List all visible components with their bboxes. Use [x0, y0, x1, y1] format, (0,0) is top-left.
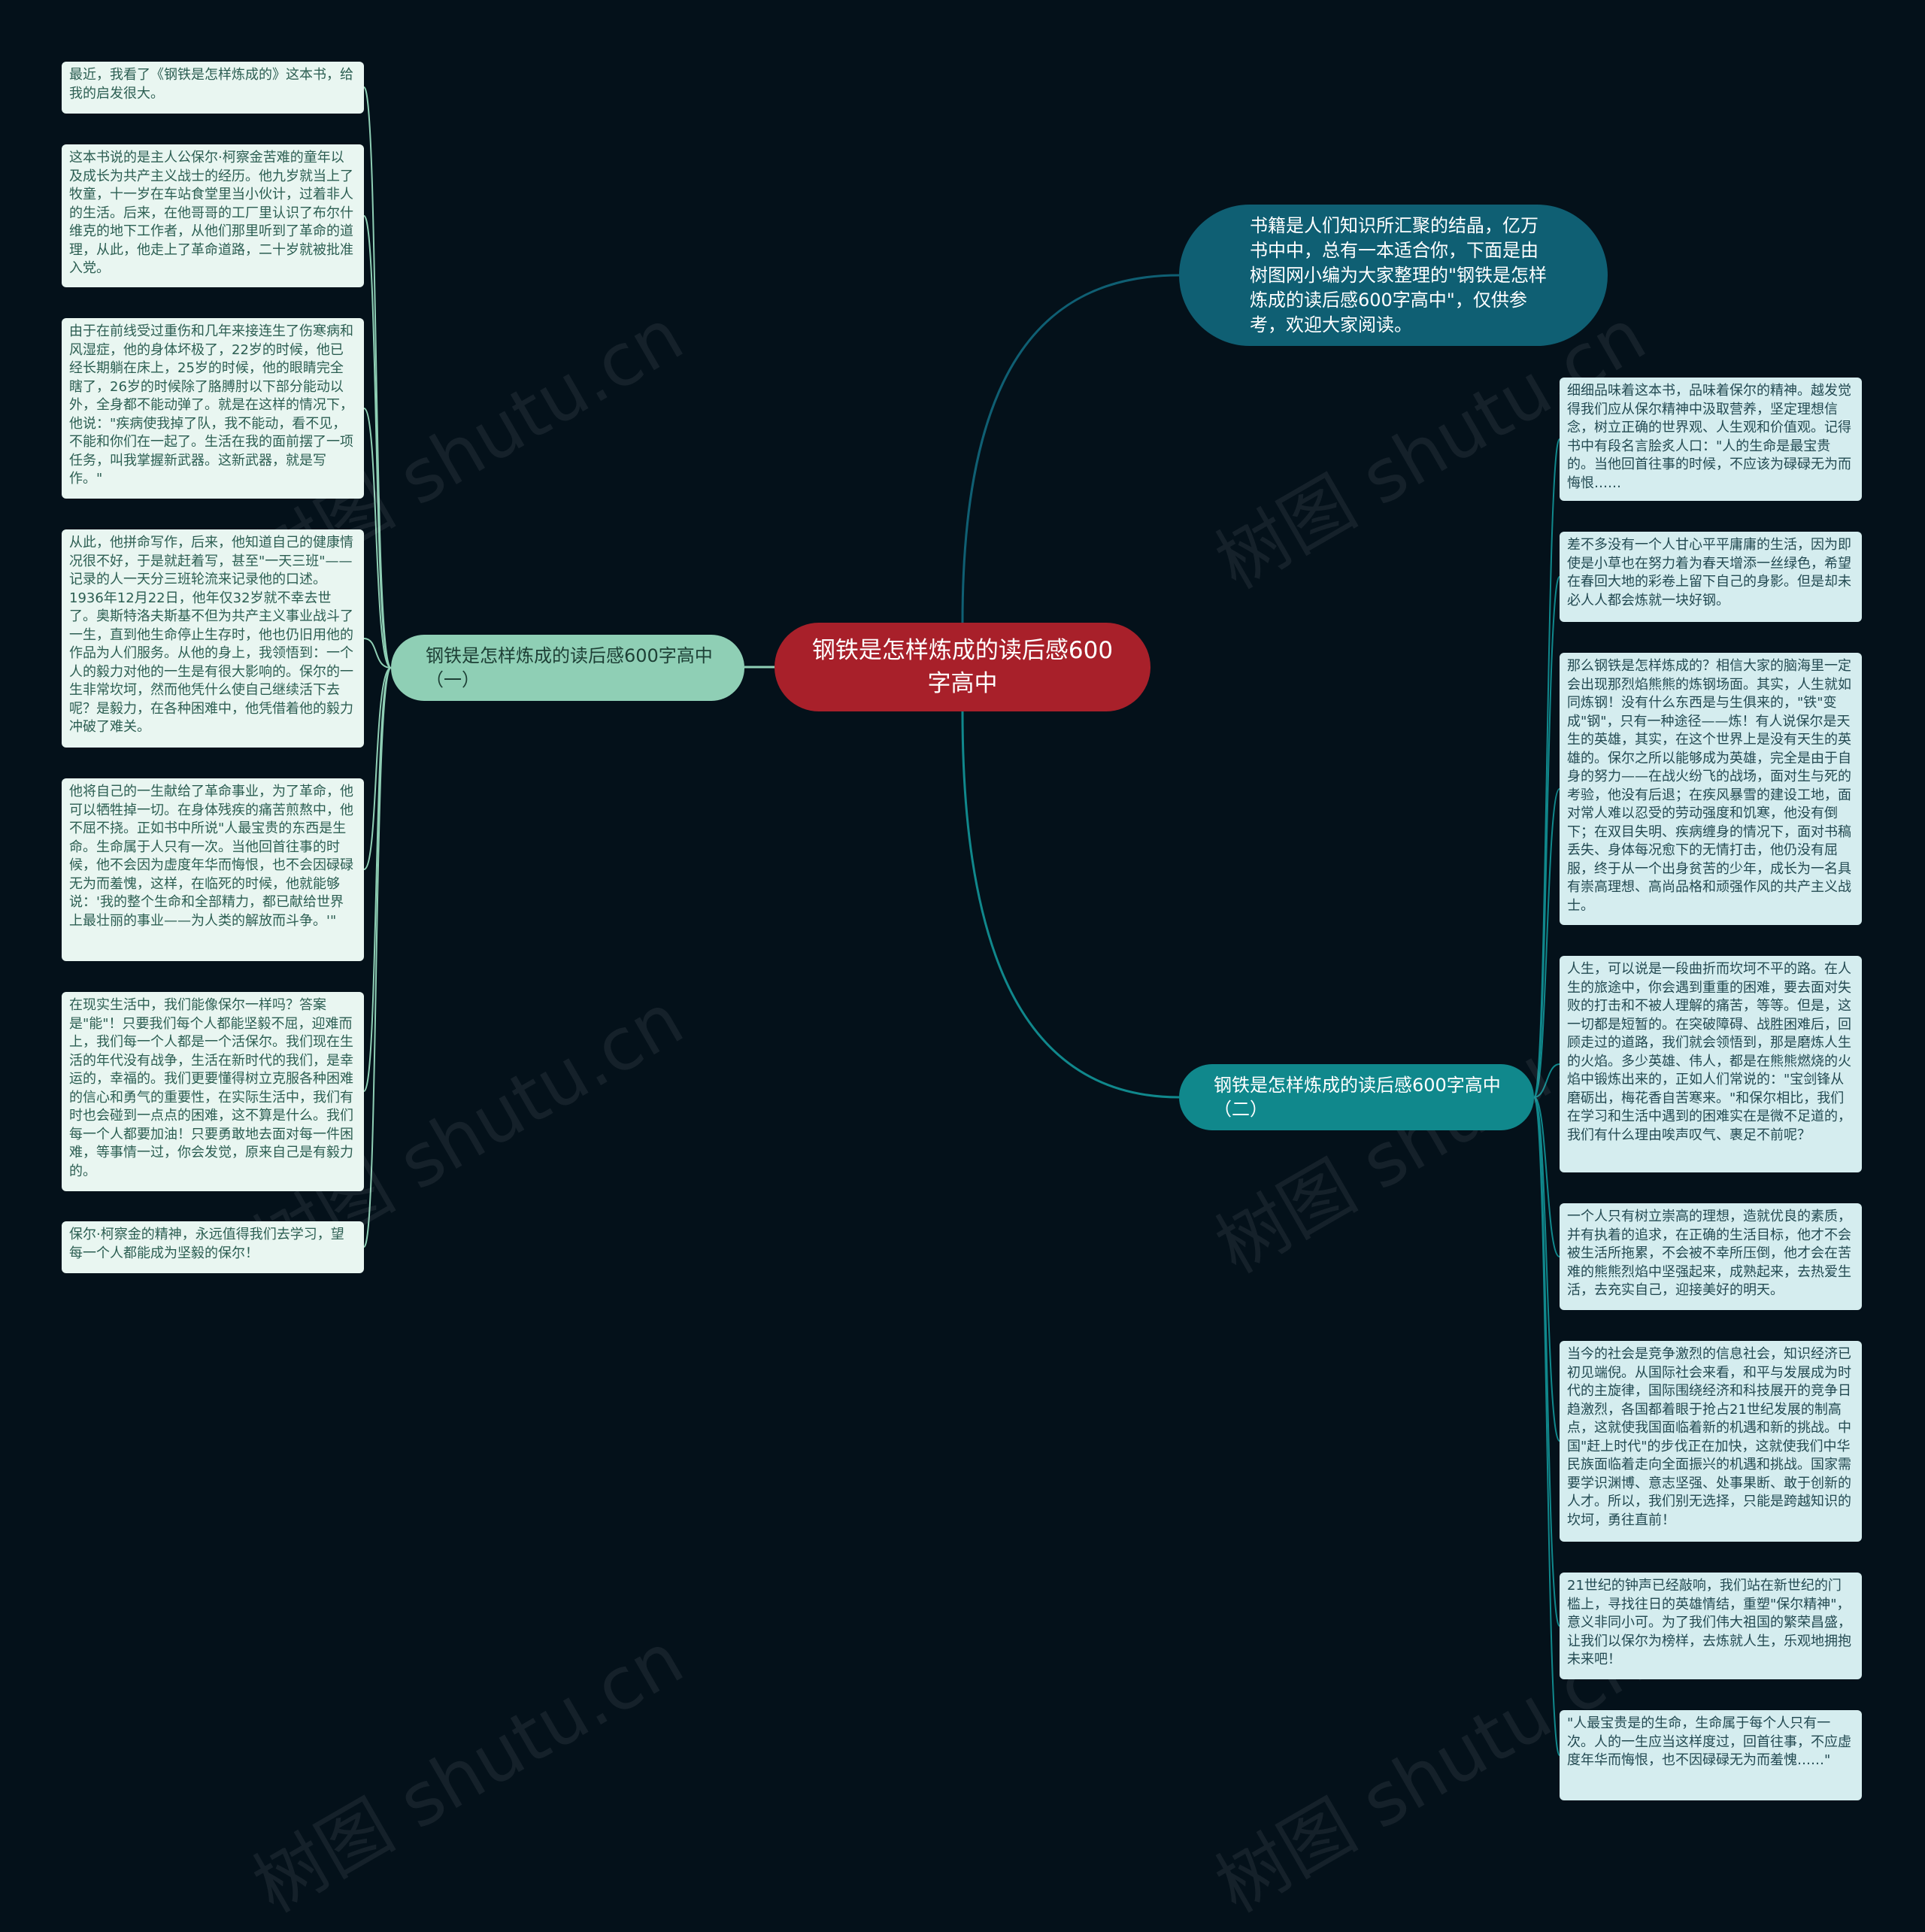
leaf-note[interactable]: 最近，我看了《钢铁是怎样炼成的》这本书，给我的启发很大。	[62, 62, 364, 114]
link-branch-2-leaf	[1533, 1096, 1560, 1442]
link-branch-2-leaf	[1533, 438, 1560, 1098]
leaf-note[interactable]: 他将自己的一生献给了革命事业，为了革命，他可以牺牲掉一切。在身体残疾的痛苦煎熬中…	[62, 778, 364, 961]
link-branch-1-leaf	[363, 667, 392, 870]
link-branch-1-leaf	[363, 667, 392, 1092]
link-branch-1-leaf	[363, 86, 392, 669]
link-branch-1-leaf	[363, 408, 392, 669]
branch-topic-1[interactable]: 钢铁是怎样炼成的读后感600字高中（一）	[391, 635, 744, 701]
leaf-note[interactable]: 从此，他拼命写作，后来，他知道自己的健康情况很不好，于是就赶着写，甚至"一天三班…	[62, 529, 364, 748]
leaf-note[interactable]: 差不多没有一个人甘心平平庸庸的生活，因为即使是小草也在努力着为春天增添一丝绿色，…	[1560, 532, 1862, 622]
leaf-note[interactable]: "人最宝贵是的生命，生命属于每个人只有一次。人的一生应当这样度过，回首往事，不应…	[1560, 1710, 1862, 1800]
leaf-note[interactable]: 一个人只有树立崇高的理想，造就优良的素质，并有执着的追求，在正确的生活目标，他才…	[1560, 1203, 1862, 1310]
link-branch-1-leaf	[363, 215, 392, 669]
leaf-note[interactable]: 细细品味着这本书，品味着保尔的精神。越发觉得我们应从保尔精神中汲取营养，坚定理想…	[1560, 378, 1862, 501]
link-branch-2-leaf	[1533, 1063, 1560, 1098]
connector-lines	[363, 86, 1560, 1756]
leaf-note[interactable]: 保尔·柯察金的精神，永远值得我们去学习，望每一个人都能成为坚毅的保尔！	[62, 1221, 364, 1273]
link-branch-2-leaf	[1533, 788, 1560, 1098]
leaf-note[interactable]: 由于在前线受过重伤和几年来接连生了伤寒病和风湿症，他的身体坏极了，22岁的时候，…	[62, 318, 364, 499]
branch-topic-2[interactable]: 钢铁是怎样炼成的读后感600字高中（二）	[1179, 1064, 1534, 1130]
leaf-note[interactable]: 那么钢铁是怎样炼成的？相信大家的脑海里一定会出现那烈焰熊熊的炼钢场面。其实，人生…	[1560, 653, 1862, 925]
link-root-branch-2	[961, 711, 1180, 1099]
link-branch-1-leaf	[363, 667, 392, 1248]
leaf-note[interactable]: 当今的社会是竞争激烈的信息社会，知识经济已初见端倪。从国际社会来看，和平与发展成…	[1560, 1341, 1862, 1542]
leaf-note[interactable]: 21世纪的钟声已经敲响，我们站在新世纪的门槛上，寻找往日的英雄情结，重塑"保尔精…	[1560, 1573, 1862, 1679]
root-topic[interactable]: 钢铁是怎样炼成的读后感600字高中	[775, 623, 1150, 711]
leaf-note[interactable]: 在现实生活中，我们能像保尔一样吗？答案是"能"！只要我们每个人都能坚毅不屈，迎难…	[62, 992, 364, 1191]
link-branch-2-leaf	[1533, 1096, 1560, 1257]
link-branch-1-leaf	[363, 638, 392, 669]
leaf-note[interactable]: 人生，可以说是一段曲折而坎坷不平的路。在人生的旅途中，你会遇到重重的困难，要去面…	[1560, 956, 1862, 1172]
link-branch-2-leaf	[1533, 1096, 1560, 1756]
leaf-note[interactable]: 这本书说的是主人公保尔·柯察金苦难的童年以及成长为共产主义战士的经历。他九岁就当…	[62, 144, 364, 287]
link-root-intro	[961, 274, 1180, 623]
link-branch-2-leaf	[1533, 576, 1560, 1098]
intro-topic[interactable]: 书籍是人们知识所汇聚的结晶，亿万书中中，总有一本适合你，下面是由树图网小编为大家…	[1179, 205, 1608, 346]
